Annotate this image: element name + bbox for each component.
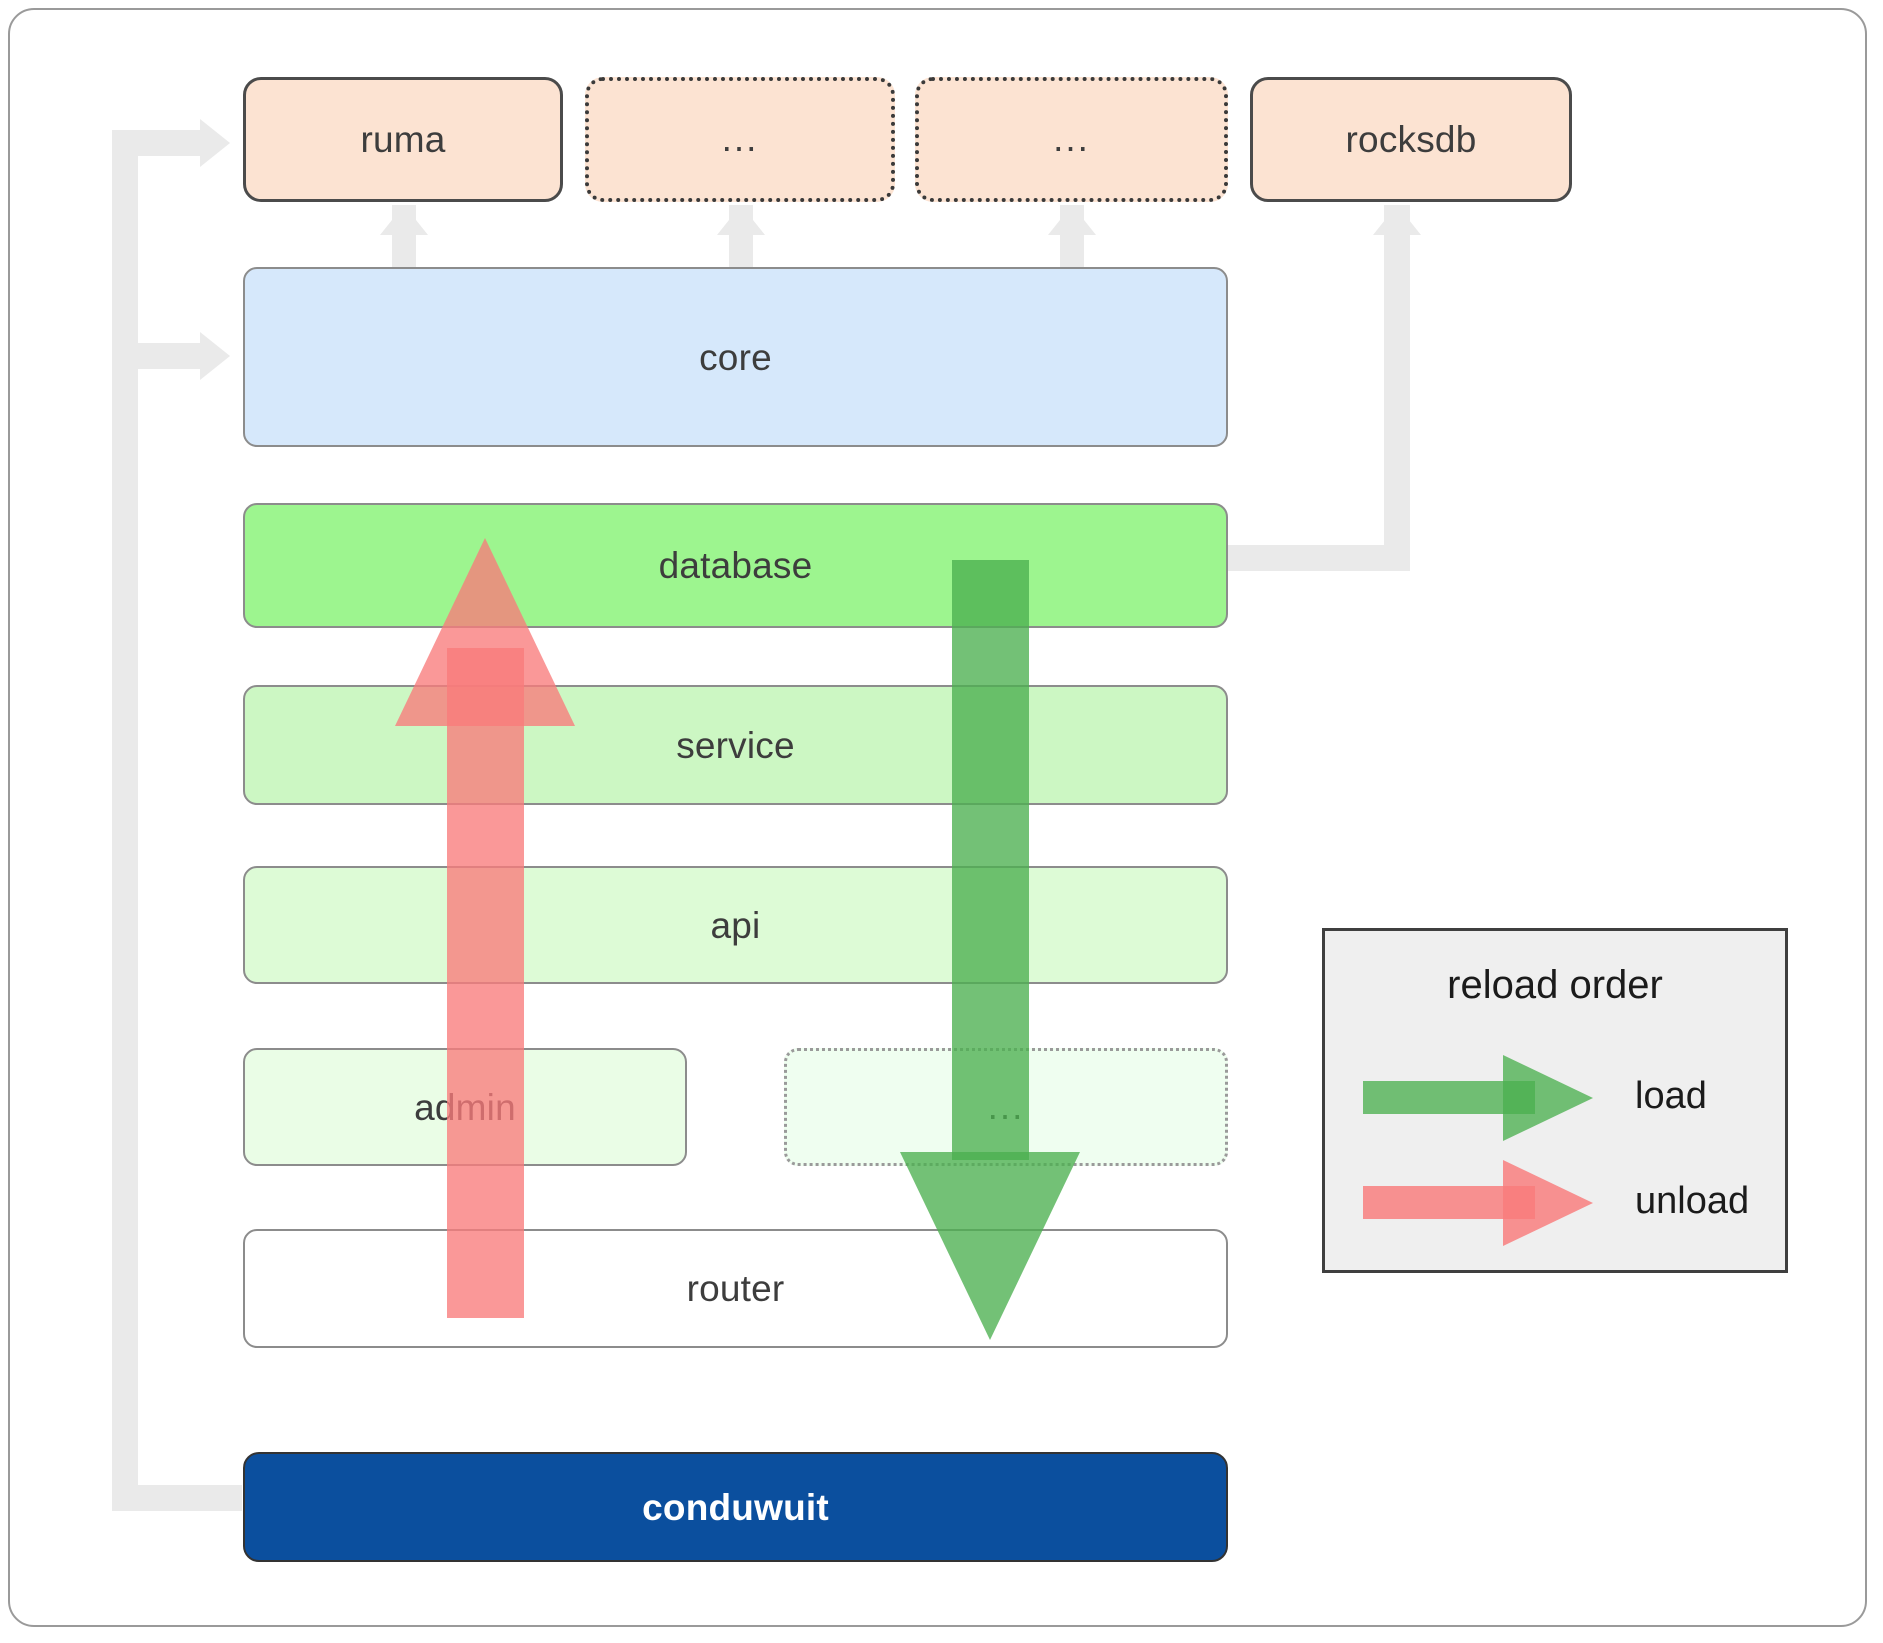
node-conduwuit[interactable]: conduwuit (243, 1452, 1228, 1562)
layer-router[interactable]: router (243, 1229, 1228, 1348)
legend-row-unload: unload (1325, 1156, 1785, 1246)
crate-rocksdb-label: rocksdb (1345, 119, 1477, 160)
legend-panel: reload order load (1322, 928, 1788, 1273)
layer-api-label: api (710, 904, 761, 946)
connector-arrow-core-to-crate2 (717, 205, 765, 235)
connector-left-rail-to-ruma (112, 130, 202, 156)
connector-arrow-to-core (200, 332, 230, 380)
connector-arrow-core-to-ruma (380, 205, 428, 235)
crate-placeholder-2-label: ... (1053, 118, 1090, 160)
connector-arrow-to-rocksdb (1373, 205, 1421, 235)
legend-unload-label: unload (1635, 1179, 1750, 1222)
crate-ruma-label: ruma (360, 119, 446, 160)
layer-database-label: database (658, 545, 813, 586)
legend-row-load: load (1325, 1051, 1785, 1141)
load-arrow (900, 560, 1080, 1340)
layer-core-label: core (699, 336, 772, 378)
crate-placeholder-2[interactable]: ... (915, 77, 1228, 202)
crate-rocksdb[interactable]: rocksdb (1250, 77, 1572, 202)
layer-api[interactable]: api (243, 866, 1228, 984)
legend-title: reload order (1447, 963, 1663, 1007)
connector-left-rail-vertical (112, 130, 138, 1511)
connector-database-to-rocksdb-horizontal (1225, 545, 1410, 571)
layer-database[interactable]: database (243, 503, 1228, 628)
layer-router-label: router (686, 1268, 785, 1309)
crate-placeholder-1-label: ... (721, 118, 759, 160)
legend-load-arrow-icon (1363, 1051, 1593, 1141)
legend-load-label: load (1635, 1074, 1707, 1117)
layer-core[interactable]: core (243, 267, 1228, 447)
layer-service-label: service (676, 724, 795, 766)
crate-ruma[interactable]: ruma (243, 77, 563, 202)
crate-placeholder-1[interactable]: ... (585, 77, 895, 202)
connector-database-to-rocksdb-vertical (1384, 205, 1410, 571)
connector-arrow-to-ruma (200, 119, 230, 167)
connector-left-rail-to-core (112, 343, 202, 369)
node-conduwuit-label: conduwuit (642, 1486, 829, 1528)
unload-arrow (395, 538, 575, 1318)
legend-unload-arrow-icon (1363, 1156, 1593, 1246)
connector-arrow-core-to-crate3 (1048, 205, 1096, 235)
